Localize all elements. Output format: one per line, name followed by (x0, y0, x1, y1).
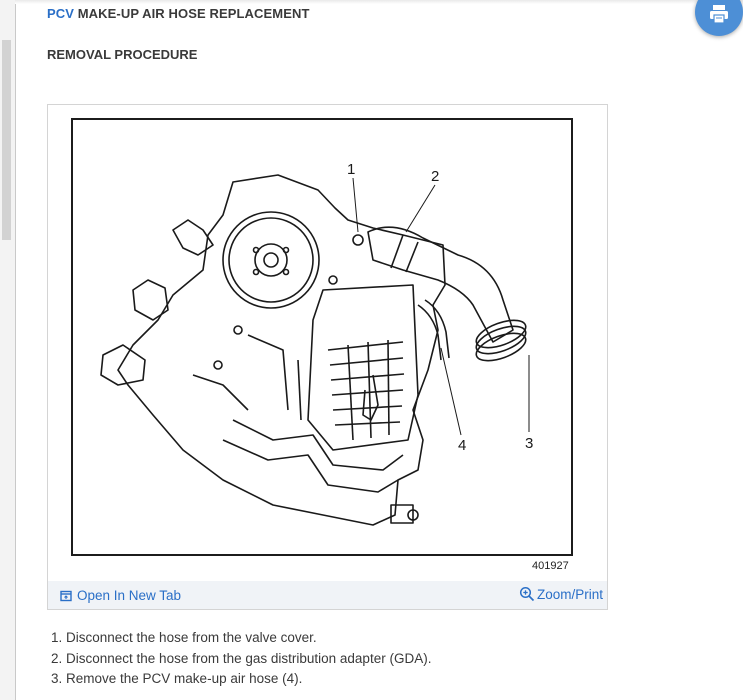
print-icon (709, 0, 729, 30)
open-in-new-tab-link[interactable]: Open In New Tab (60, 588, 181, 603)
open-in-new-tab-icon (60, 590, 72, 602)
page-title-text: MAKE-UP AIR HOSE REPLACEMENT (74, 6, 310, 21)
zoom-print-link[interactable]: Zoom/Print (519, 586, 603, 602)
callout-4: 4 (458, 437, 466, 454)
figure-toolbar: Open In New Tab Zoom/Print (48, 581, 607, 609)
zoom-in-icon (519, 586, 535, 602)
page-title-acronym: PCV (47, 6, 75, 21)
left-scrollbar-thumb[interactable] (2, 40, 11, 240)
callout-1: 1 (347, 161, 355, 178)
procedure-step: 2. Disconnect the hose from the gas dist… (51, 650, 432, 666)
page-title: PCV MAKE-UP AIR HOSE REPLACEMENT (47, 6, 310, 21)
left-scrollbar[interactable] (0, 0, 16, 700)
top-divider (15, 0, 743, 4)
figure-number: 401927 (532, 560, 569, 572)
engine-line-drawing: 1 2 3 4 (100, 161, 533, 526)
procedure-step: 3. Remove the PCV make-up air hose (4). (51, 671, 303, 686)
zoom-print-label: Zoom/Print (536, 586, 603, 602)
figure-card: 1 2 3 4 401927 Open In New Tab (47, 104, 608, 610)
open-in-new-tab-label: Open In New Tab (77, 588, 182, 603)
procedure-step: 1. Disconnect the hose from the valve co… (51, 630, 317, 645)
print-button[interactable] (695, 0, 743, 36)
engine-illustration[interactable]: 1 2 3 4 (71, 118, 573, 556)
callout-3: 3 (525, 435, 533, 452)
procedure-steps: 1. Disconnect the hose from the valve co… (51, 628, 431, 690)
callout-2: 2 (431, 168, 439, 185)
section-heading: REMOVAL PROCEDURE (47, 47, 198, 62)
